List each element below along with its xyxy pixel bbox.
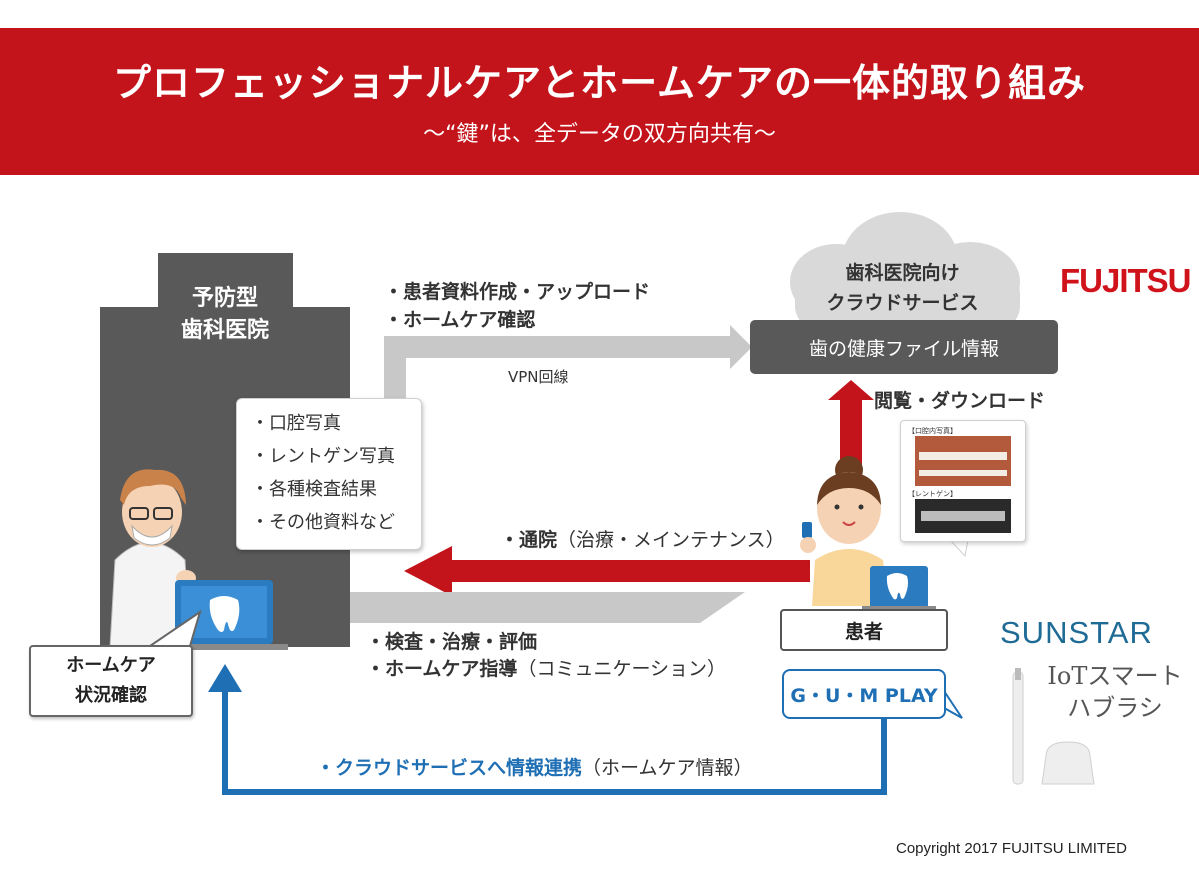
homecare-line1: ホームケア	[66, 655, 156, 676]
records-preview-card: 【口腔内写真】 【レントゲン】	[900, 420, 1026, 542]
treatment-label-1: ・検査・治療・評価	[366, 631, 538, 653]
clinic-materials-bubble: ・口腔写真 ・レントゲン写真 ・各種検査結果 ・その他資料など	[236, 398, 422, 550]
xray-image	[915, 499, 1011, 533]
fujitsu-logo: FUJITSU	[1060, 262, 1192, 299]
visit-label: ・通院（治療・メインテナンス）	[500, 525, 785, 552]
browse-label: 閲覧・ダウンロード	[874, 390, 1046, 412]
iot-toothbrush-label: IoTスマート ハブラシ	[1040, 660, 1190, 724]
copyright: Copyright 2017 FUJITSU LIMITED	[896, 840, 1127, 857]
iot-label-line1: IoTスマート	[1047, 662, 1183, 690]
gum-play-app: G・U・M PLAY	[782, 669, 946, 719]
patient-illustration	[800, 456, 888, 606]
bubble-item: ・その他資料など	[251, 512, 395, 533]
visit-label-note: （治療・メインテナンス）	[557, 529, 785, 551]
homecare-status-check: ホームケア 状況確認	[29, 645, 193, 717]
sunstar-logo: SUNSTAR	[1000, 615, 1153, 650]
treatment-label-2-main: ・ホームケア指導	[366, 658, 518, 680]
upload-label-2: ・ホームケア確認	[384, 309, 536, 331]
cloud-label-line2: クラウドサービス	[826, 292, 979, 314]
bubble-item: ・各種検査結果	[251, 479, 377, 500]
intraoral-photos	[915, 436, 1011, 486]
patient-label: 患者	[780, 609, 948, 651]
cloud-link-label: ・クラウドサービスへ情報連携（ホームケア情報）	[316, 753, 752, 780]
page-subtitle: ～“鍵”は、全データの双方向共有～	[423, 122, 776, 147]
dental-file-info: 歯の健康ファイル情報	[750, 320, 1058, 374]
treatment-arrow	[350, 592, 745, 623]
page-title: プロフェッショナルケアとホームケアの一体的取り組み	[112, 61, 1087, 105]
bubble-item: ・レントゲン写真	[251, 446, 395, 467]
vpn-label: VPN回線	[508, 368, 569, 386]
toothbrush-illustration	[1012, 668, 1095, 785]
doctor-illustration	[109, 469, 196, 648]
xray-card-tail	[948, 539, 969, 558]
clinic-label-line1: 予防型	[191, 286, 258, 311]
intraoral-label: 【口腔内写真】	[908, 427, 957, 435]
xray-label: 【レントゲン】	[908, 490, 957, 498]
clinic-building-top	[158, 253, 293, 313]
cloud-link-label-note: （ホームケア情報）	[582, 757, 753, 779]
cloud-shape	[790, 212, 1020, 330]
visit-label-main: ・通院	[500, 529, 558, 551]
cloud-link-arrow	[222, 690, 887, 795]
clinic-label: 予防型 歯科医院	[130, 283, 320, 347]
cloud-label: 歯科医院向け クラウドサービス	[800, 258, 1005, 318]
cloud-link-label-main: ・クラウドサービスへ情報連携	[316, 757, 583, 779]
clinic-label-line2: 歯科医院	[180, 318, 269, 343]
bubble-item: ・口腔写真	[251, 413, 341, 434]
patient-laptop	[862, 566, 936, 611]
treatment-label-2: ・ホームケア指導（コミュニケーション）	[366, 654, 726, 681]
treatment-label-2-note: （コミュニケーション）	[517, 658, 727, 680]
iot-label-line2: ハブラシ	[1067, 694, 1163, 722]
homecare-line2: 状況確認	[75, 685, 147, 706]
upload-label-1: ・患者資料作成・アップロード	[384, 281, 651, 303]
header-banner	[0, 28, 1199, 175]
visit-arrow	[404, 546, 810, 596]
cloud-label-line1: 歯科医院向け	[845, 262, 960, 284]
